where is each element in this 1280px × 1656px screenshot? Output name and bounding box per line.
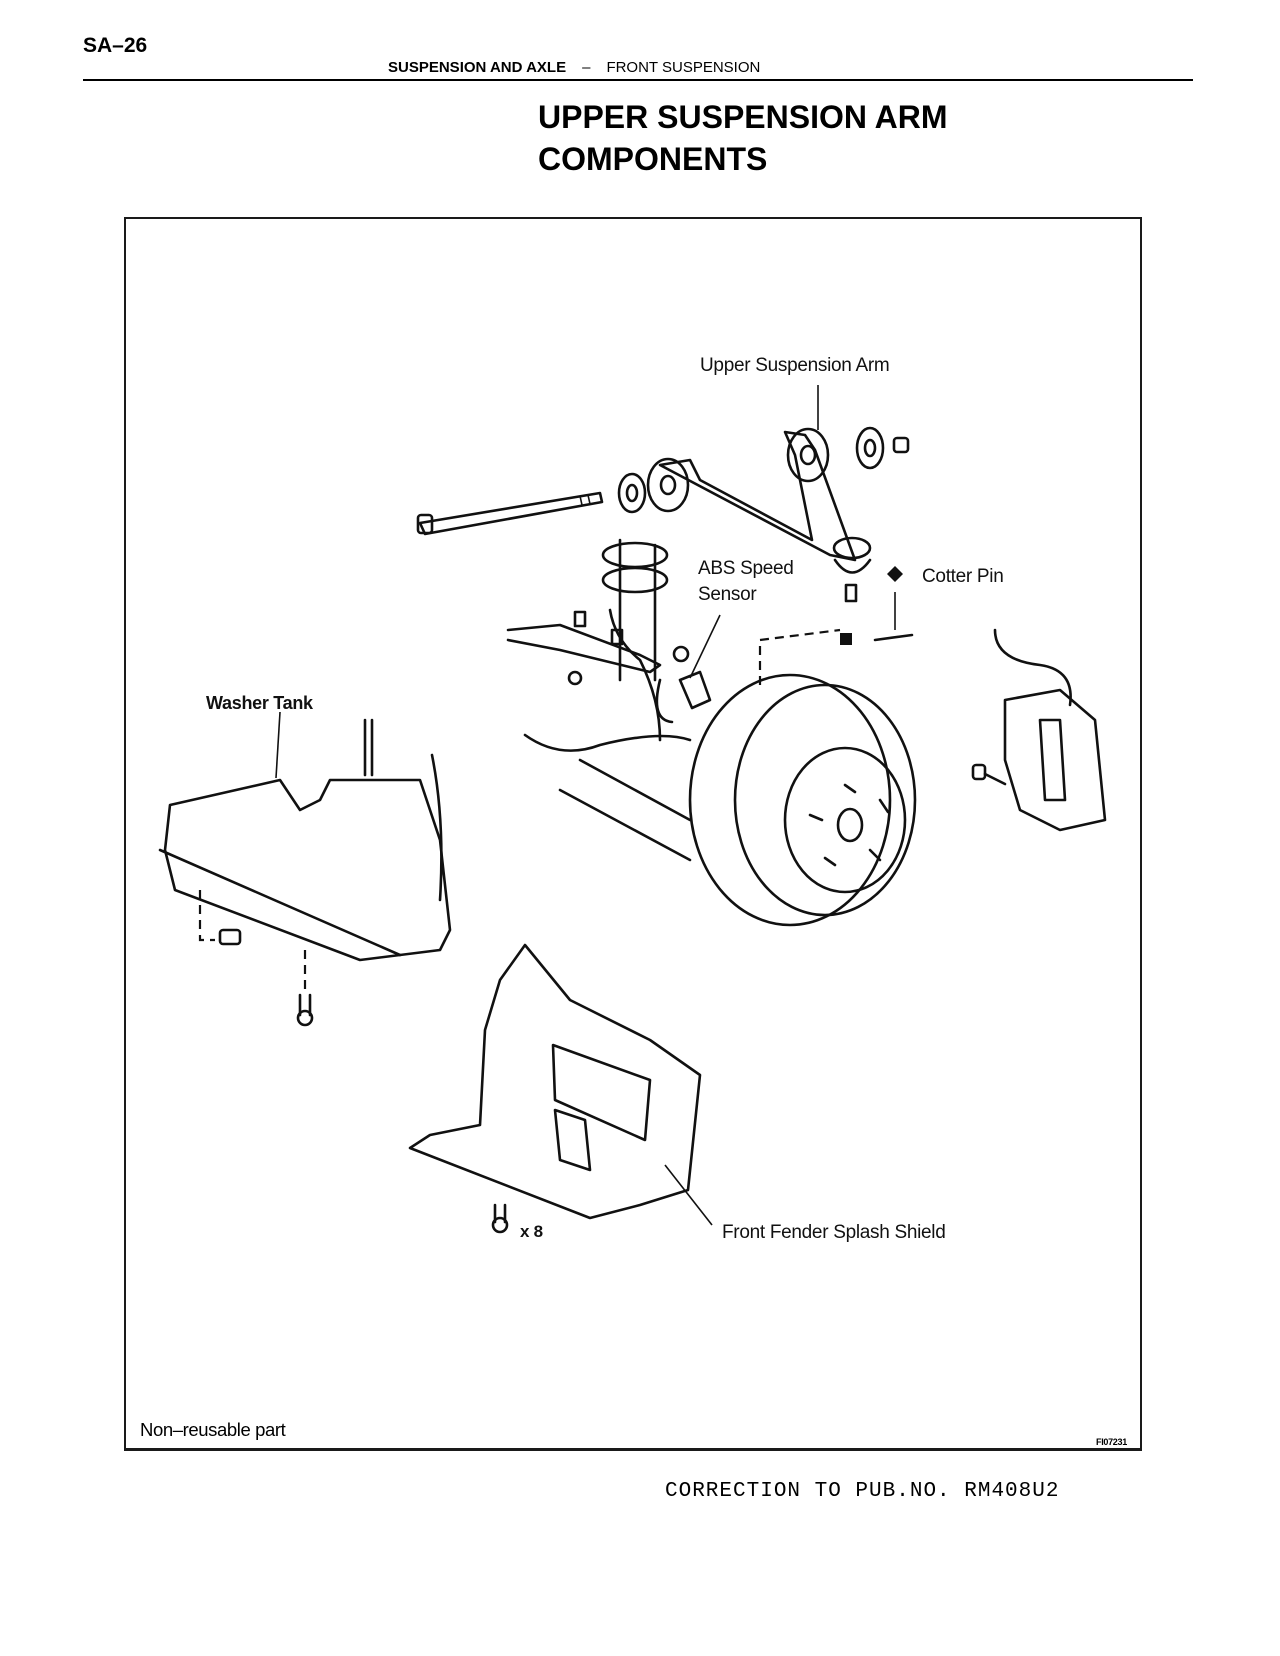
label-washer-tank: Washer Tank bbox=[206, 693, 313, 713]
arm-bolt-illustration bbox=[416, 491, 604, 536]
page-title-line-2: COMPONENTS bbox=[538, 141, 768, 177]
splash-shield-illustration bbox=[408, 943, 713, 1234]
disc-rotor-illustration bbox=[688, 628, 917, 927]
cotter-pin-illustration bbox=[840, 566, 914, 645]
page-title-line-1: UPPER SUSPENSION ARM bbox=[538, 99, 948, 135]
knuckle-illustration bbox=[523, 733, 692, 862]
washer-tank-illustration bbox=[158, 711, 452, 1027]
label-abs-speed-sensor-line-2: Sensor bbox=[698, 584, 757, 605]
correction-notice: CORRECTION TO PUB.NO. RM408U2 bbox=[665, 1480, 1060, 1503]
section-title: SUSPENSION AND AXLE bbox=[388, 59, 567, 76]
header-separator: – bbox=[582, 59, 591, 76]
non-reusable-part-legend: Non–reusable part bbox=[140, 1419, 286, 1440]
brake-caliper-illustration bbox=[971, 628, 1107, 832]
label-abs-speed-sensor-line-1: ABS Speed bbox=[698, 558, 794, 579]
label-upper-suspension-arm: Upper Suspension Arm bbox=[700, 355, 890, 376]
subsection-title: FRONT SUSPENSION bbox=[606, 59, 761, 76]
figure-code: FI07231 bbox=[1096, 1437, 1127, 1447]
page-title: UPPER SUSPENSION ARM COMPONENTS bbox=[538, 96, 948, 180]
running-header: SUSPENSION AND AXLE–FRONT SUSPENSION bbox=[388, 59, 760, 76]
header-rule bbox=[83, 79, 1193, 81]
label-cotter-pin: Cotter Pin bbox=[922, 566, 1004, 587]
page-number: SA–26 bbox=[83, 34, 148, 57]
abs-speed-sensor-illustration bbox=[655, 614, 721, 724]
label-bolt-quantity: x 8 bbox=[520, 1222, 543, 1241]
abs-wire-bracket-illustration bbox=[506, 610, 662, 686]
upper-suspension-arm-illustration bbox=[646, 385, 872, 603]
figure-frame bbox=[124, 217, 1142, 1451]
bushing-illustration bbox=[617, 426, 910, 514]
label-front-fender-splash-shield: Front Fender Splash Shield bbox=[722, 1222, 946, 1243]
